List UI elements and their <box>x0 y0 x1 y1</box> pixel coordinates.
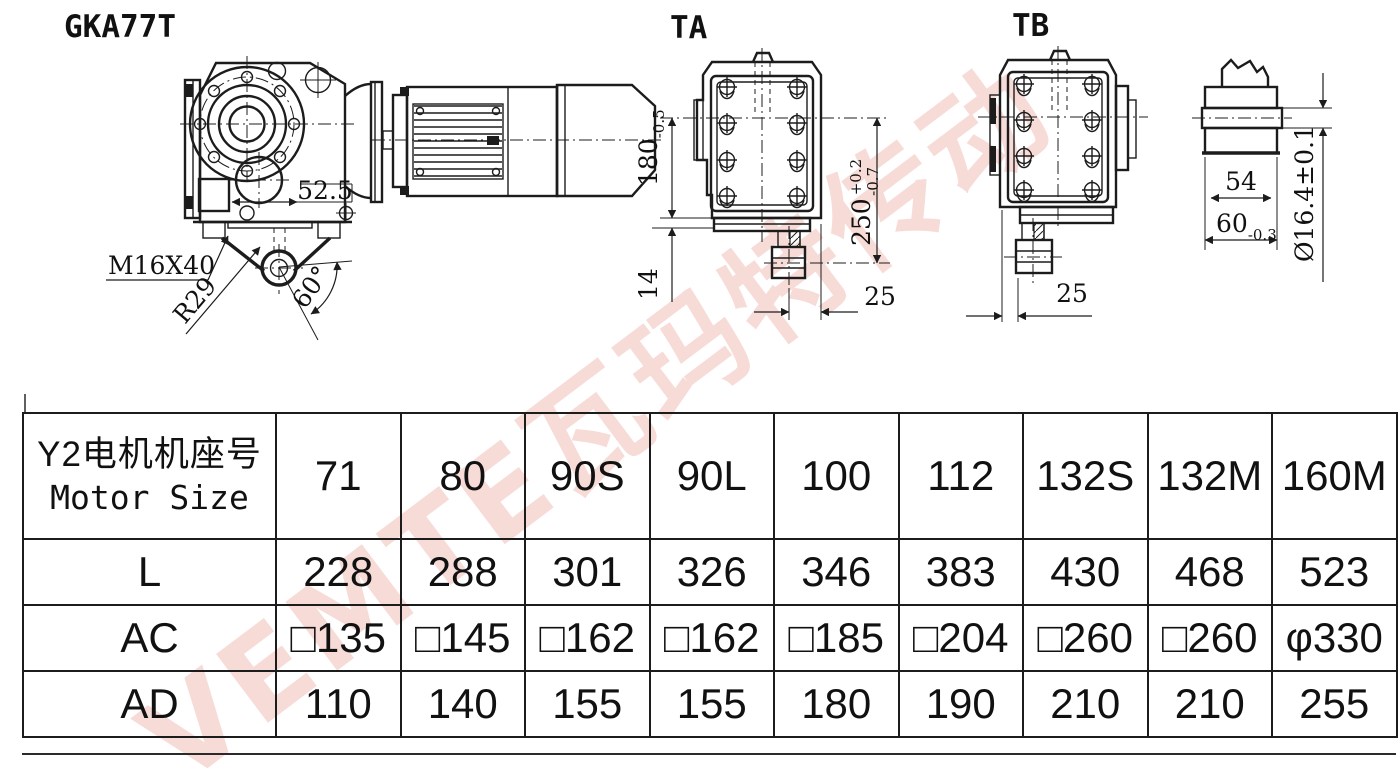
svg-text:M16X40: M16X40 <box>108 251 215 280</box>
flange-circles <box>188 65 306 183</box>
motor-flange <box>369 80 384 204</box>
main-view: GKA77T <box>64 9 664 341</box>
cell: 468 <box>1146 538 1273 606</box>
bushing-detail: 54 60-0.3 Ø16.4±0.1 <box>1192 58 1332 282</box>
motor-adapter <box>391 93 409 189</box>
cell: 155 <box>524 670 651 738</box>
technical-drawing: GKA77T <box>24 8 1332 412</box>
header-motor-size-cn: Y2电机机座号 <box>37 434 262 474</box>
cell: 180 <box>773 670 900 738</box>
bushing-dim-54: 54 <box>1204 157 1278 250</box>
ta-view: TA <box>634 10 896 320</box>
table-row-AD: AD 110 140 155 155 180 190 210 210 255 <box>22 670 1398 738</box>
tb-housing <box>998 58 1118 209</box>
main-view-title: GKA77T <box>64 9 176 45</box>
svg-text:14: 14 <box>634 268 663 300</box>
cell: 110 <box>275 670 402 738</box>
plug-screw <box>267 61 287 81</box>
header-motor-size-en: Motor Size <box>50 478 249 518</box>
ta-dim-250: 250+0.2-0.7 <box>847 117 882 264</box>
ta-dim-180: 180-0.5 <box>634 109 714 219</box>
cell: 255 <box>1271 670 1398 738</box>
oil-plug-boss <box>197 177 231 213</box>
cell: 210 <box>1146 670 1273 738</box>
cell: 523 <box>1271 538 1398 606</box>
col-header: 160M <box>1271 412 1398 540</box>
tap-hole-crosshair <box>300 62 336 98</box>
col-header: 71 <box>275 412 402 540</box>
dim-60deg: 60° <box>278 260 353 341</box>
row-label: AD <box>22 670 277 738</box>
tb-dim-25: 25 <box>966 210 1092 322</box>
header-motor-size: Y2电机机座号 Motor Size <box>22 412 277 540</box>
svg-text:180-0.5: 180-0.5 <box>634 109 668 186</box>
callout-m16x40: M16X40 <box>106 235 229 281</box>
ta-dim-25: 25 <box>754 224 896 320</box>
col-header: 80 <box>399 412 526 540</box>
cell: 190 <box>897 670 1024 738</box>
table-row-AC: AC □135 □145 □162 □162 □185 □204 □260 □2… <box>22 604 1398 672</box>
cell: φ330 <box>1271 604 1398 672</box>
svg-text:25: 25 <box>1056 279 1088 308</box>
col-header: 100 <box>773 412 900 540</box>
cell: 326 <box>648 538 775 606</box>
svg-text:Ø16.4±0.1: Ø16.4±0.1 <box>1290 125 1319 262</box>
ta-shaft <box>764 226 890 288</box>
cell: 155 <box>648 670 775 738</box>
cell: □260 <box>1022 604 1149 672</box>
bushing-lug <box>1220 58 1270 87</box>
motor-fins <box>414 105 502 177</box>
cell: 288 <box>399 538 526 606</box>
ta-view-title: TA <box>670 10 708 46</box>
tb-view: TB <box>966 8 1148 322</box>
motor <box>369 80 664 204</box>
cell: □145 <box>399 604 526 672</box>
svg-text:25: 25 <box>864 282 896 311</box>
cell: □135 <box>275 604 402 672</box>
ta-lifting-boss <box>751 51 775 63</box>
cell: □185 <box>773 604 900 672</box>
ta-housing <box>695 60 823 220</box>
col-header: 90S <box>524 412 651 540</box>
cell: 346 <box>773 538 900 606</box>
tb-view-title: TB <box>1012 8 1049 44</box>
cell: 228 <box>275 538 402 606</box>
col-header: 132S <box>1022 412 1149 540</box>
row-label: AC <box>22 604 277 672</box>
cell: 140 <box>399 670 526 738</box>
svg-text:54: 54 <box>1225 167 1257 196</box>
cell: □260 <box>1146 604 1273 672</box>
table-row-L: L 228 288 301 326 346 383 430 468 523 <box>22 538 1398 606</box>
cell: 210 <box>1022 670 1149 738</box>
dim-52-5: 52.5 <box>231 176 353 207</box>
cell: □204 <box>897 604 1024 672</box>
svg-text:60°: 60° <box>286 261 335 314</box>
svg-text:60-0.3: 60-0.3 <box>1216 209 1277 244</box>
cell: 383 <box>897 538 1024 606</box>
tb-shaft <box>1004 218 1062 286</box>
col-header: 112 <box>897 412 1024 540</box>
table-outer-bottom-rule <box>22 753 1396 755</box>
motor-fin-frame <box>412 103 504 180</box>
tb-lifting-boss <box>1048 49 1072 61</box>
cell: □162 <box>524 604 651 672</box>
ta-dim-14: 14 <box>634 227 714 302</box>
tb-side-flange <box>1114 84 1130 172</box>
cell: □162 <box>648 604 775 672</box>
svg-text:250+0.2-0.7: 250+0.2-0.7 <box>847 159 882 246</box>
svg-text:52.5: 52.5 <box>297 176 353 205</box>
cell: 430 <box>1022 538 1149 606</box>
col-header: 90L <box>648 412 775 540</box>
bushing-dim-bore: Ø16.4±0.1 <box>1282 73 1332 282</box>
cell: 301 <box>524 538 651 606</box>
row-label: L <box>22 538 277 606</box>
bushing-dim-60: 60-0.3 <box>1204 209 1278 245</box>
table-header-row: Y2电机机座号 Motor Size 71 80 90S 90L 100 112… <box>22 412 1398 540</box>
col-header: 132M <box>1146 412 1273 540</box>
motor-size-table: Y2电机机座号 Motor Size 71 80 90S 90L 100 112… <box>22 412 1398 738</box>
